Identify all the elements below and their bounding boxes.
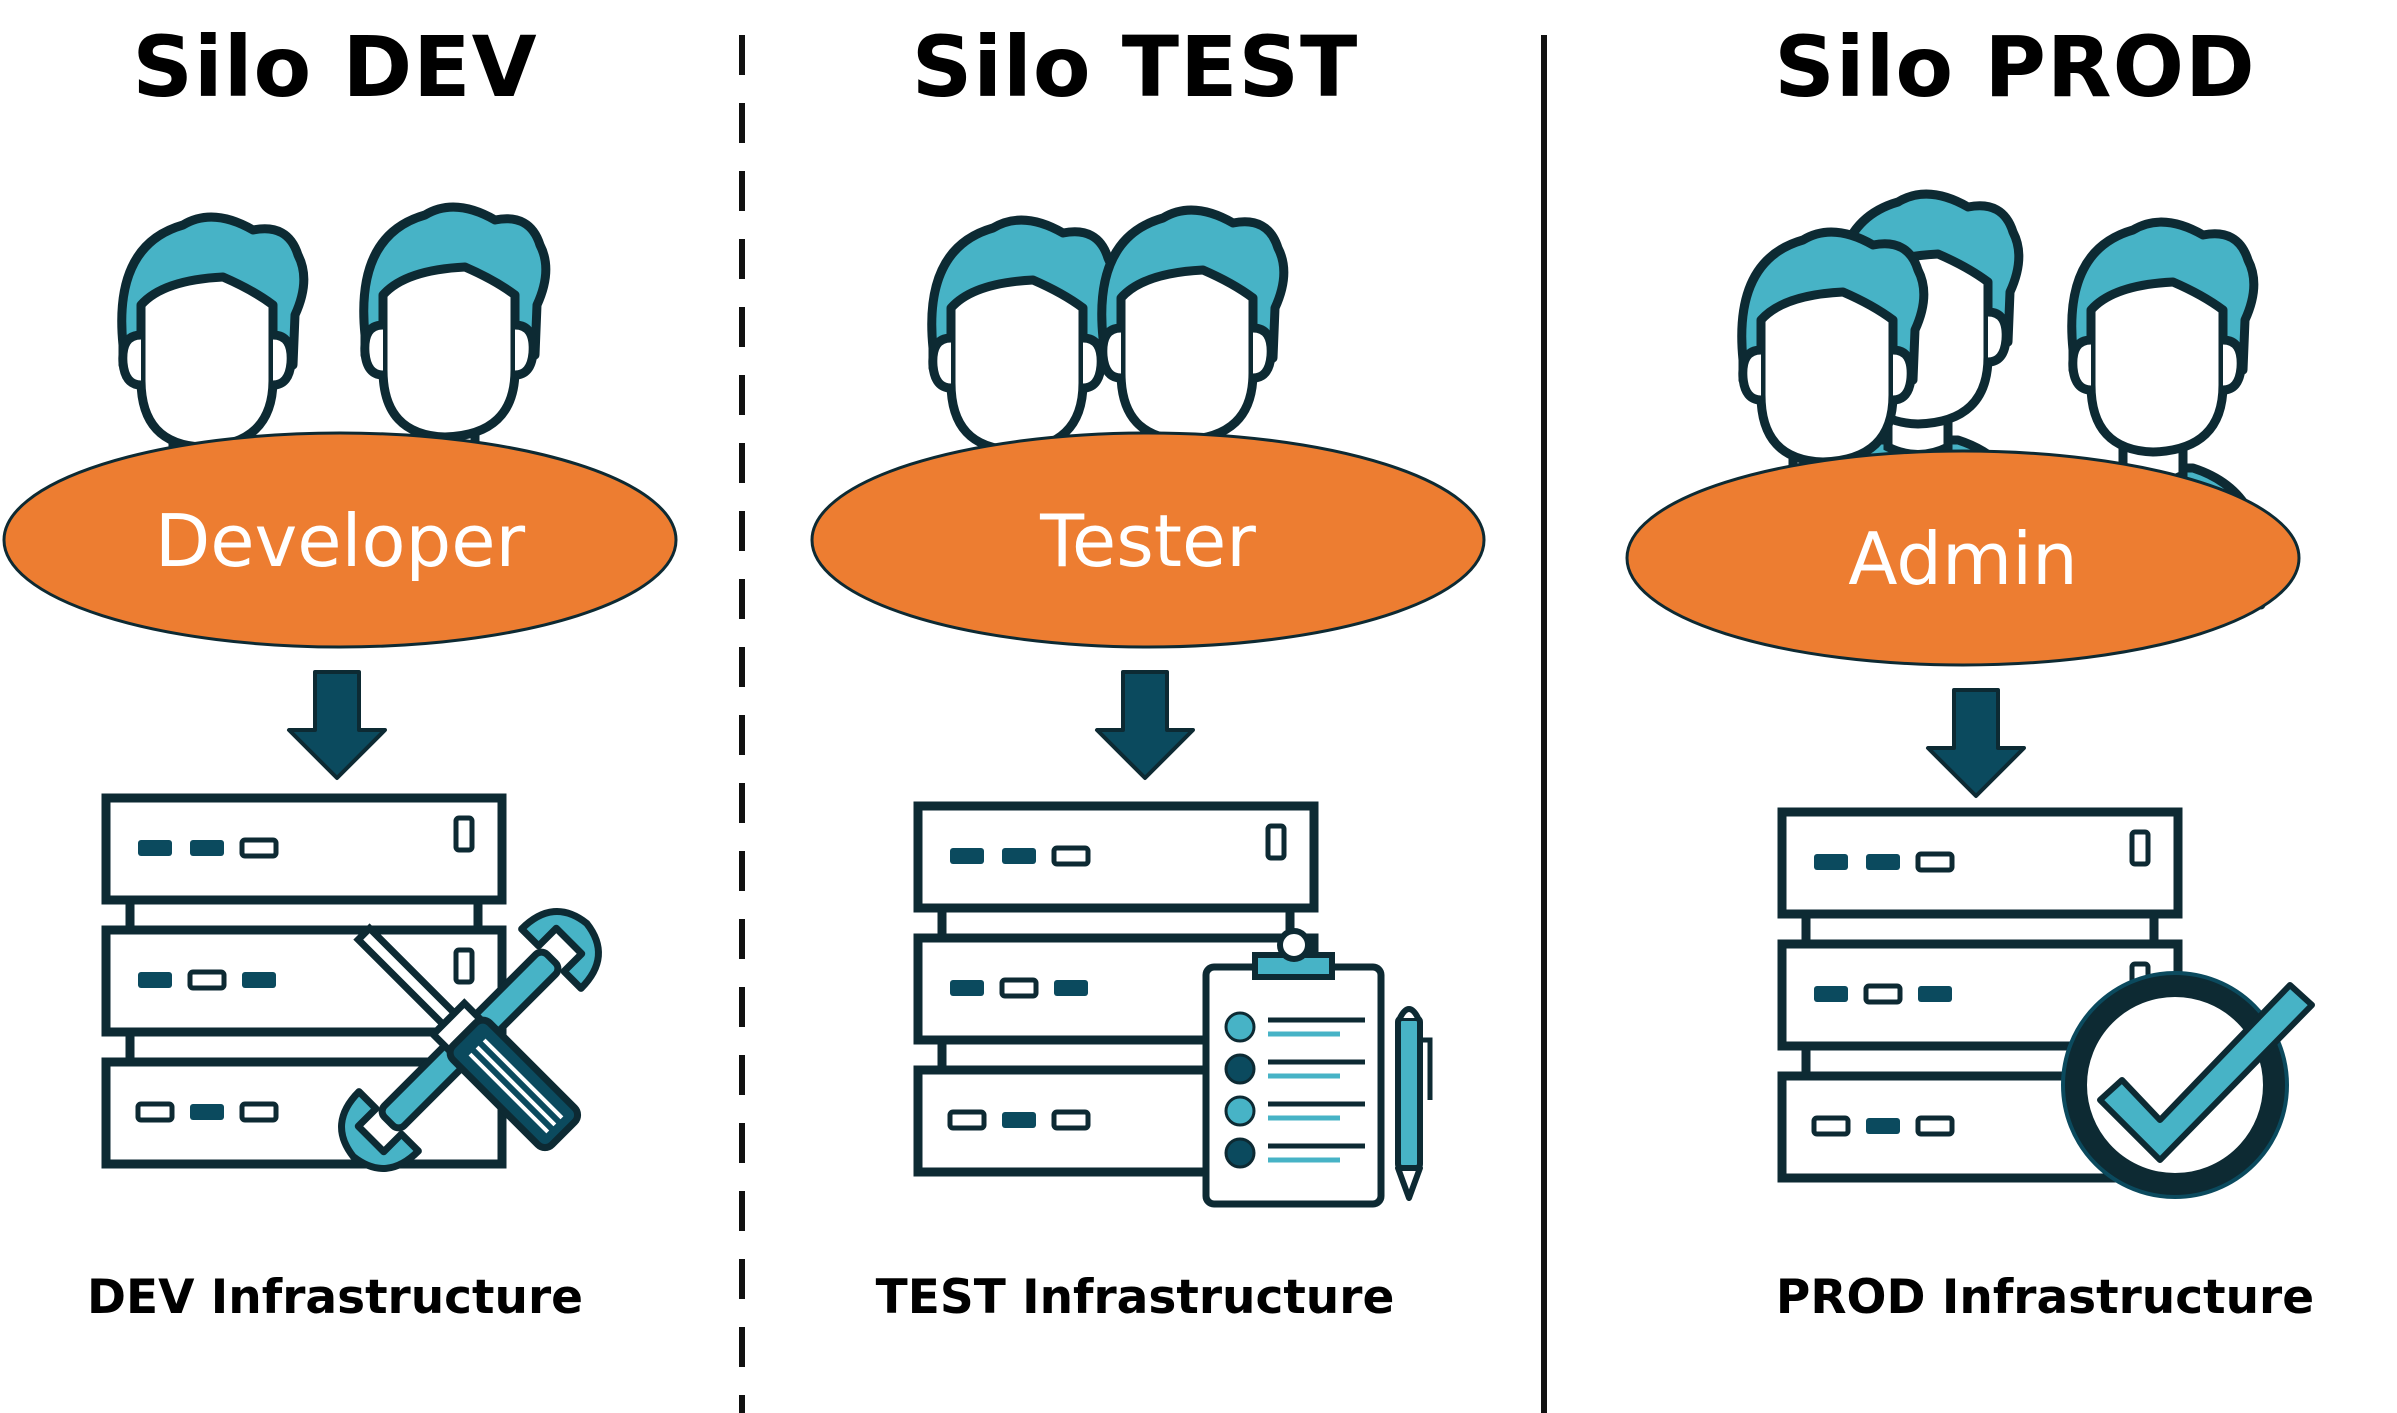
role-ellipse-admin	[1625, 449, 2301, 667]
dev-infrastructure-label: DEV Infrastructure	[86, 1270, 584, 1325]
role-label-tester: Tester	[1039, 499, 1256, 583]
test-infrastructure-label: TEST Infrastructure	[875, 1270, 1395, 1325]
silo-test: Tester	[810, 210, 1486, 1208]
down-arrow-icon	[287, 670, 387, 780]
checkmark-circle-icon	[2061, 971, 2315, 1199]
wrench-screwdriver-icon	[338, 908, 602, 1172]
down-arrow-icon	[1095, 670, 1195, 780]
silo-dev: Developer	[2, 207, 678, 1172]
role-label-admin: Admin	[1848, 517, 2077, 601]
role-label-developer: Developer	[155, 499, 526, 583]
silo-prod: Admin	[1625, 194, 2315, 1199]
silo-test-title: Silo TEST	[911, 18, 1359, 116]
prod-infrastructure-label: PROD Infrastructure	[1775, 1270, 2315, 1325]
pen-icon	[1395, 1006, 1433, 1201]
checklist-clipboard-icon	[1202, 928, 1385, 1208]
server-rack-icon	[106, 798, 502, 1164]
silo-dev-title: Silo DEV	[132, 18, 538, 116]
role-ellipse-developer	[2, 431, 678, 649]
down-arrow-icon	[1926, 688, 2026, 798]
role-ellipse-tester	[810, 431, 1486, 649]
silo-prod-title: Silo PROD	[1774, 18, 2256, 116]
